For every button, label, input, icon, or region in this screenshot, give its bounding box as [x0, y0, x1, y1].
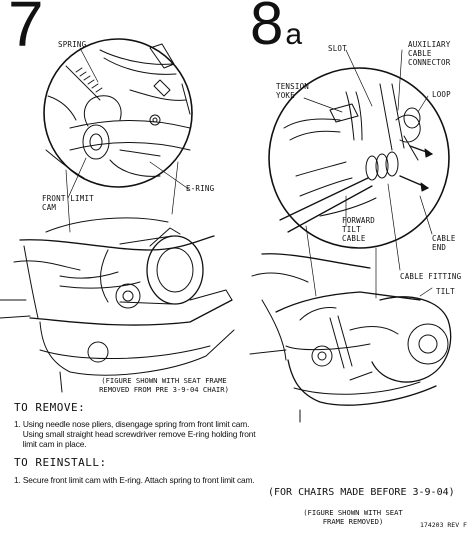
- callout-e-ring: E-RING: [186, 184, 215, 193]
- callout-front-limit-cam: FRONT LIMIT CAM: [42, 194, 94, 212]
- figure-caption-step7: (FIGURE SHOWN WITH SEAT FRAME REMOVED FR…: [99, 376, 229, 394]
- step-number: 8: [250, 0, 284, 57]
- document-number: 174203 REV F: [420, 521, 467, 529]
- step-number-8a: 8a: [250, 0, 302, 54]
- front-limit-cam-detail-circle: [43, 38, 193, 188]
- cable-end-detail-circle: [268, 67, 450, 249]
- reinstall-instructions: 1. Secure front limit cam with E-ring. A…: [14, 475, 255, 485]
- callout-loop: LOOP: [432, 90, 451, 99]
- chair-date-note: (FOR CHAIRS MADE BEFORE 3-9-04): [268, 487, 455, 498]
- callout-forward-tilt-cable: FORWARD TILT CABLE: [342, 216, 376, 243]
- figure-caption-step8: (FIGURE SHOWN WITH SEAT FRAME REMOVED): [303, 508, 403, 526]
- step-number-7: 7: [8, 0, 44, 60]
- heading-to-remove: TO REMOVE:: [14, 401, 86, 414]
- callout-cable-fitting: CABLE FITTING: [400, 272, 462, 281]
- chair-mechanism-step7: [0, 217, 235, 393]
- callout-auxiliary-cable-connector: AUXILIARY CABLE CONNECTOR: [408, 40, 451, 67]
- heading-to-reinstall: TO REINSTALL:: [14, 456, 107, 469]
- callout-tilt: TILT: [436, 287, 455, 296]
- step-suffix: a: [285, 18, 303, 51]
- remove-instructions: 1. Using needle nose pliers, disengage s…: [14, 419, 256, 449]
- callout-tension-yoke: TENSION YOKE: [276, 82, 310, 100]
- callout-spring: SPRING: [58, 40, 87, 49]
- chair-mechanism-step8: [249, 253, 452, 423]
- callout-slot: SLOT: [328, 44, 347, 53]
- callout-cable-end: CABLE END: [432, 234, 456, 252]
